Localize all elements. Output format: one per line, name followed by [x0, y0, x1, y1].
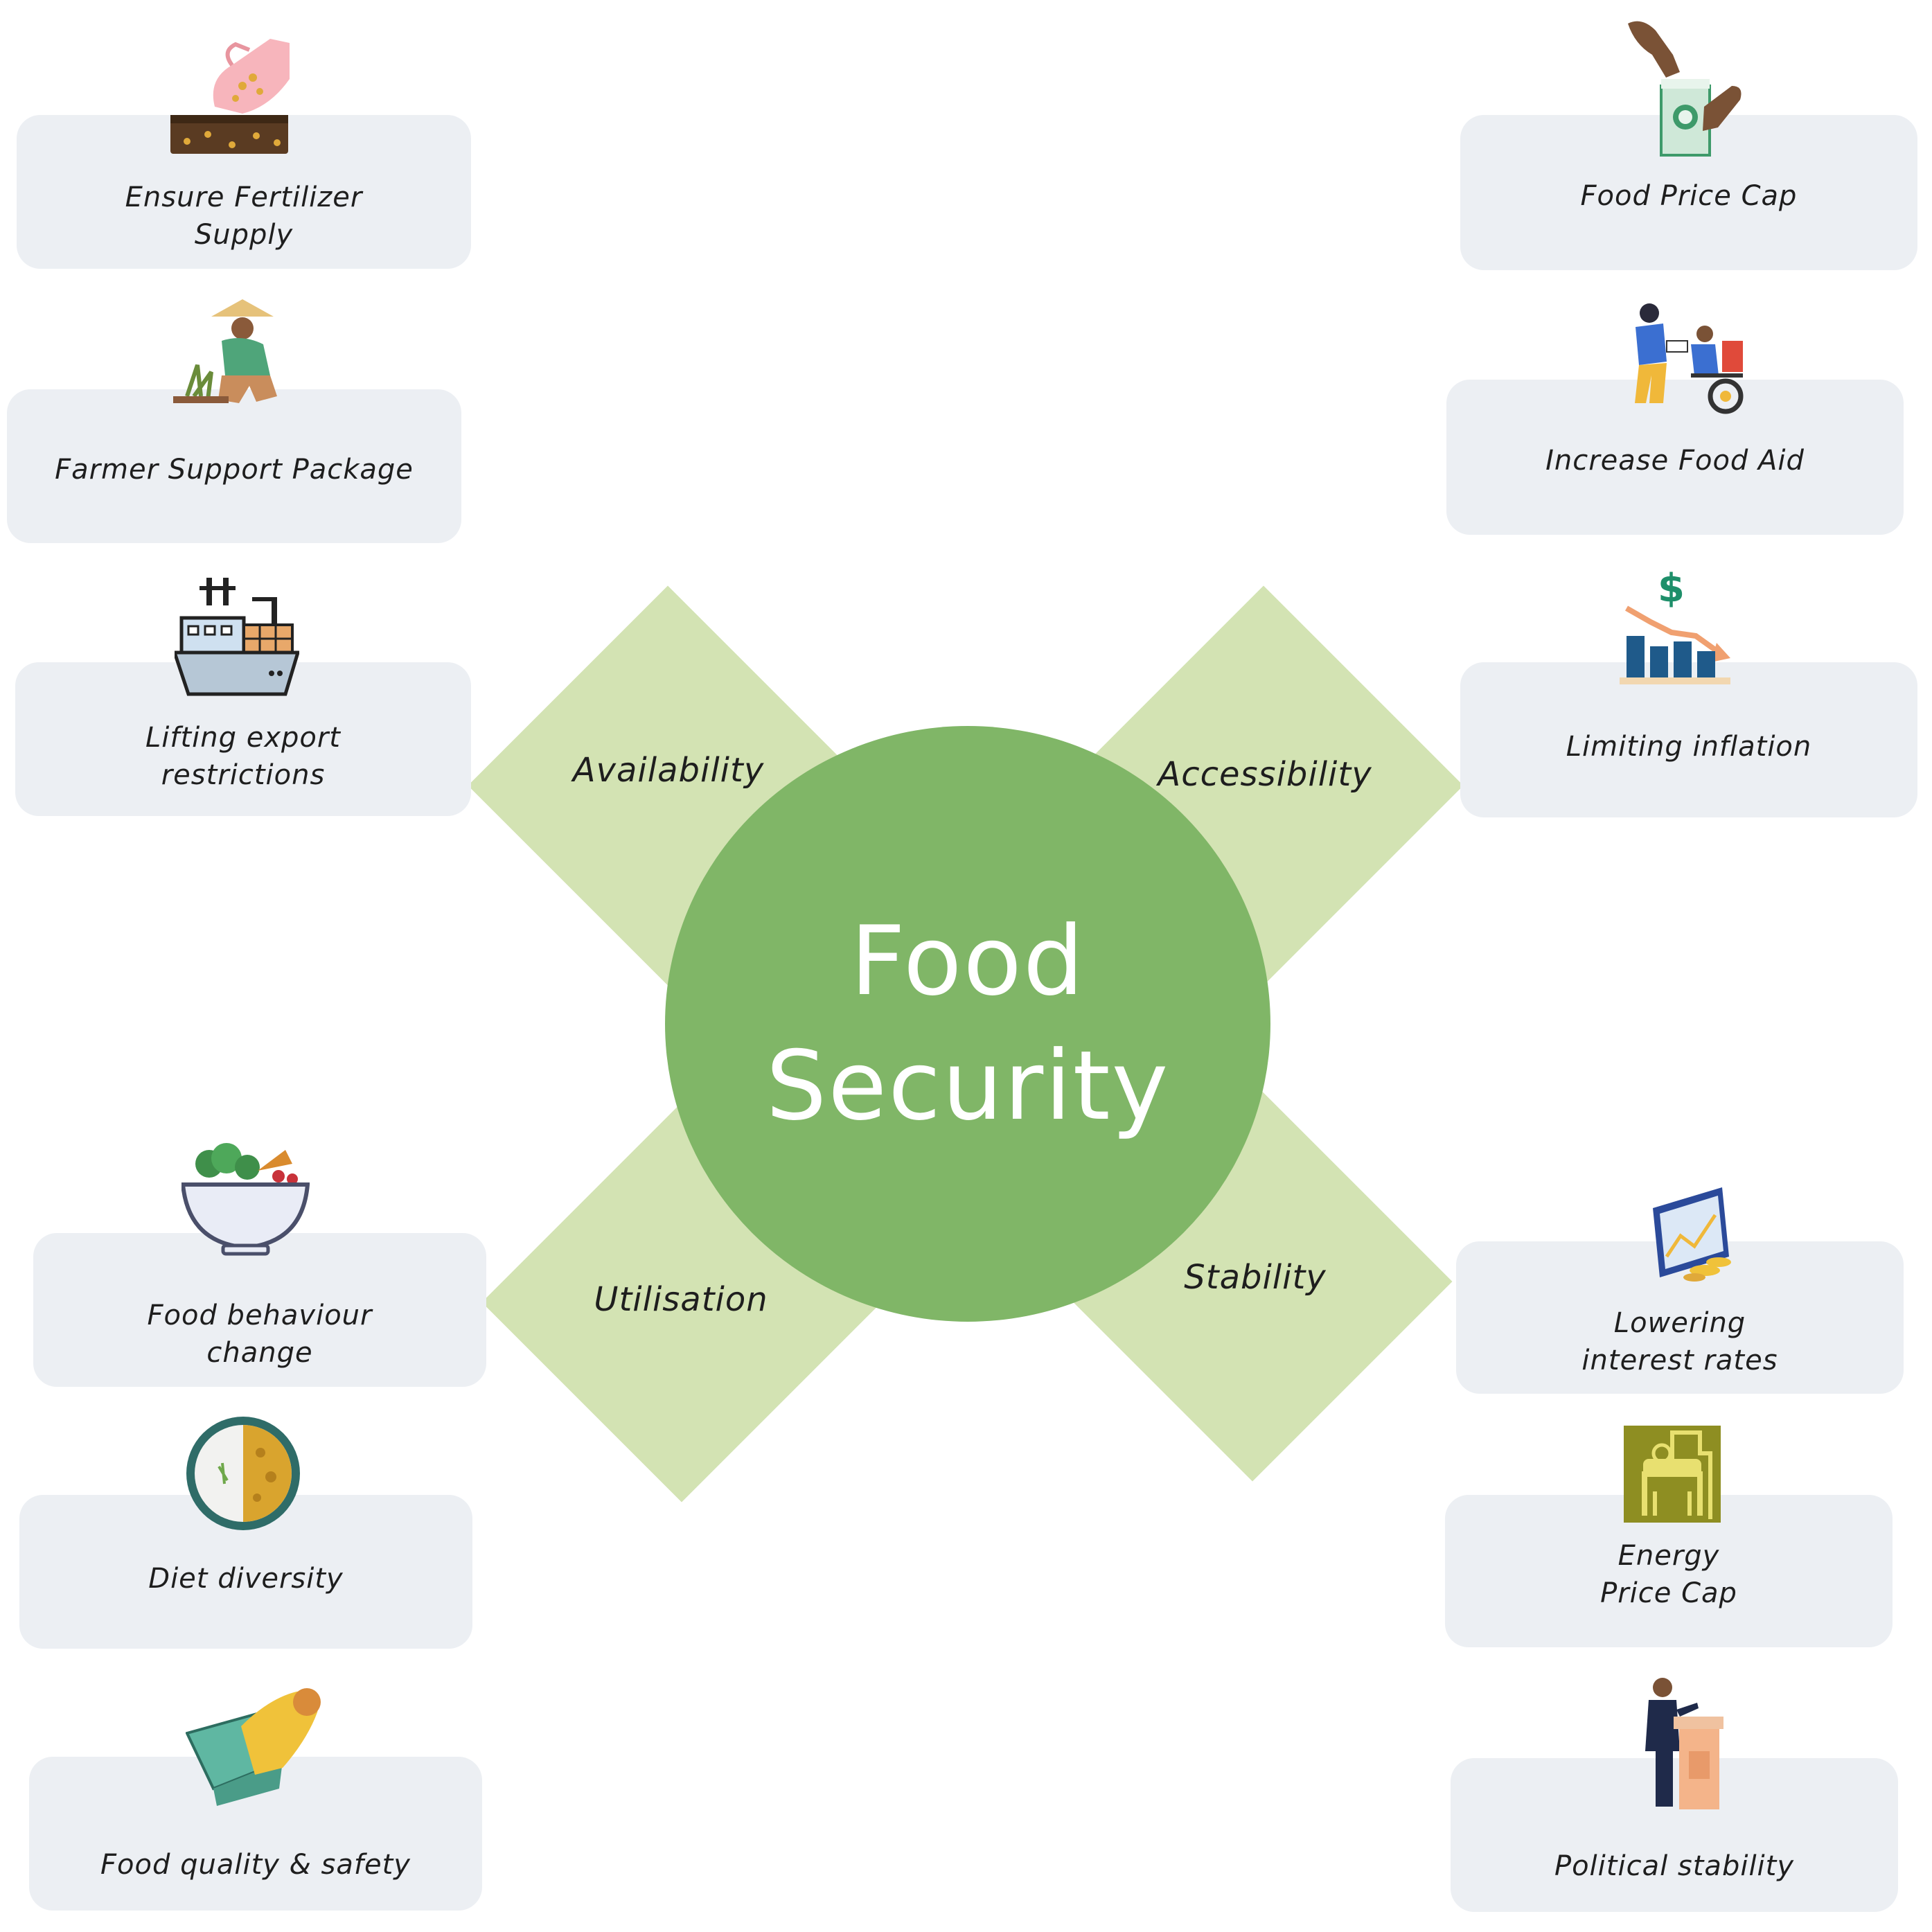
- farmer-icon: [173, 299, 287, 410]
- cargo-ship-icon: [175, 576, 299, 701]
- energy-pump-icon: [1624, 1426, 1721, 1523]
- left-item-farmer-support: Farmer Support Package: [7, 389, 461, 543]
- accessibility-label: Accessibility: [1158, 755, 1372, 794]
- right-item-interest-rates: Lowering interest rates: [1456, 1241, 1904, 1394]
- stability-label: Stability: [1184, 1258, 1327, 1297]
- inflation-chart-icon: $: [1620, 567, 1734, 684]
- right-item-inflation: Limiting inflation: [1460, 662, 1917, 817]
- finance-screen-coins-icon: [1646, 1187, 1732, 1284]
- food-container-glove-icon: [186, 1685, 324, 1809]
- politician-podium-icon: [1642, 1675, 1725, 1814]
- salad-bowl-icon: [181, 1143, 310, 1257]
- utilisation-label: Utilisation: [594, 1280, 768, 1319]
- rice-curry-plate-icon: [184, 1415, 302, 1532]
- fertilizer-hand-icon: [166, 37, 298, 159]
- left-item-label: Lifting export restrictions: [145, 722, 341, 791]
- hub-title-line2: Security: [765, 1030, 1170, 1142]
- right-item-energy-price-cap: Energy Price Cap: [1445, 1495, 1893, 1647]
- right-item-label: Lowering interest rates: [1581, 1307, 1778, 1376]
- left-item-label: Ensure Fertilizer Supply: [125, 181, 363, 251]
- right-item-label: Limiting inflation: [1566, 731, 1812, 763]
- left-item-label: Food quality & safety: [100, 1849, 411, 1881]
- left-item-label: Food behaviour change: [147, 1300, 373, 1369]
- right-item-label: Food Price Cap: [1580, 180, 1798, 212]
- right-item-food-aid: Increase Food Aid: [1446, 380, 1904, 535]
- availability-label: Availability: [572, 751, 765, 790]
- food-package-hands-icon: [1621, 17, 1746, 159]
- left-item-label: Farmer Support Package: [55, 454, 414, 486]
- right-item-label: Energy Price Cap: [1600, 1540, 1737, 1609]
- right-item-label: Political stability: [1554, 1850, 1795, 1882]
- hub-title-line1: Food: [850, 905, 1085, 1017]
- left-item-food-behaviour: Food behaviour change: [33, 1233, 486, 1387]
- right-item-political-stability: Political stability: [1451, 1758, 1898, 1912]
- svg-text:$: $: [1658, 567, 1685, 611]
- right-item-label: Increase Food Aid: [1545, 445, 1805, 477]
- food-aid-wheelchair-icon: [1625, 299, 1746, 417]
- left-item-label: Diet diversity: [148, 1563, 344, 1595]
- food-security-hub: Food Security: [665, 726, 1270, 1322]
